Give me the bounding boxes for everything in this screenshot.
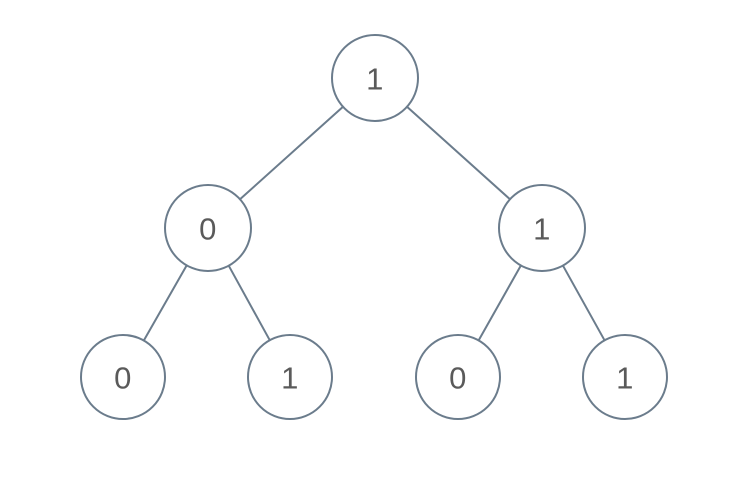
tree-edge-left-right (227, 264, 271, 342)
tree-edge-right-right (561, 264, 606, 342)
tree-node-right-right-circle[interactable] (582, 334, 668, 420)
tree-node-right[interactable]: 1 (498, 184, 586, 272)
tree-node-left-left-circle[interactable] (80, 334, 166, 420)
tree-node-right-left-label: 0 (449, 361, 467, 396)
tree-node-left-right-label: 1 (281, 361, 299, 396)
tree-edge-root-right (405, 105, 512, 201)
tree-node-right-left-circle[interactable] (415, 334, 501, 420)
tree-node-root-label: 1 (366, 62, 384, 97)
tree-node-left[interactable]: 0 (164, 184, 252, 272)
tree-edge-left-left (142, 264, 188, 342)
tree-node-left-label: 0 (199, 212, 217, 247)
tree-node-left-left-label: 0 (114, 361, 132, 396)
tree-node-left-right-circle[interactable] (247, 334, 333, 420)
tree-node-right-right[interactable]: 1 (582, 334, 668, 420)
tree-node-right-left[interactable]: 0 (415, 334, 501, 420)
tree-edge-right-left (477, 264, 522, 342)
tree-node-root-circle[interactable] (331, 34, 419, 122)
node-layer: 1 0 1 0 1 0 1 (80, 34, 668, 420)
tree-node-right-label: 1 (533, 212, 551, 247)
tree-edge-root-left (238, 105, 345, 201)
edge-layer (142, 105, 606, 342)
tree-node-right-right-label: 1 (616, 361, 634, 396)
tree-node-left-right[interactable]: 1 (247, 334, 333, 420)
tree-node-left-left[interactable]: 0 (80, 334, 166, 420)
tree-node-right-circle[interactable] (498, 184, 586, 272)
tree-node-root[interactable]: 1 (331, 34, 419, 122)
tree-node-left-circle[interactable] (164, 184, 252, 272)
